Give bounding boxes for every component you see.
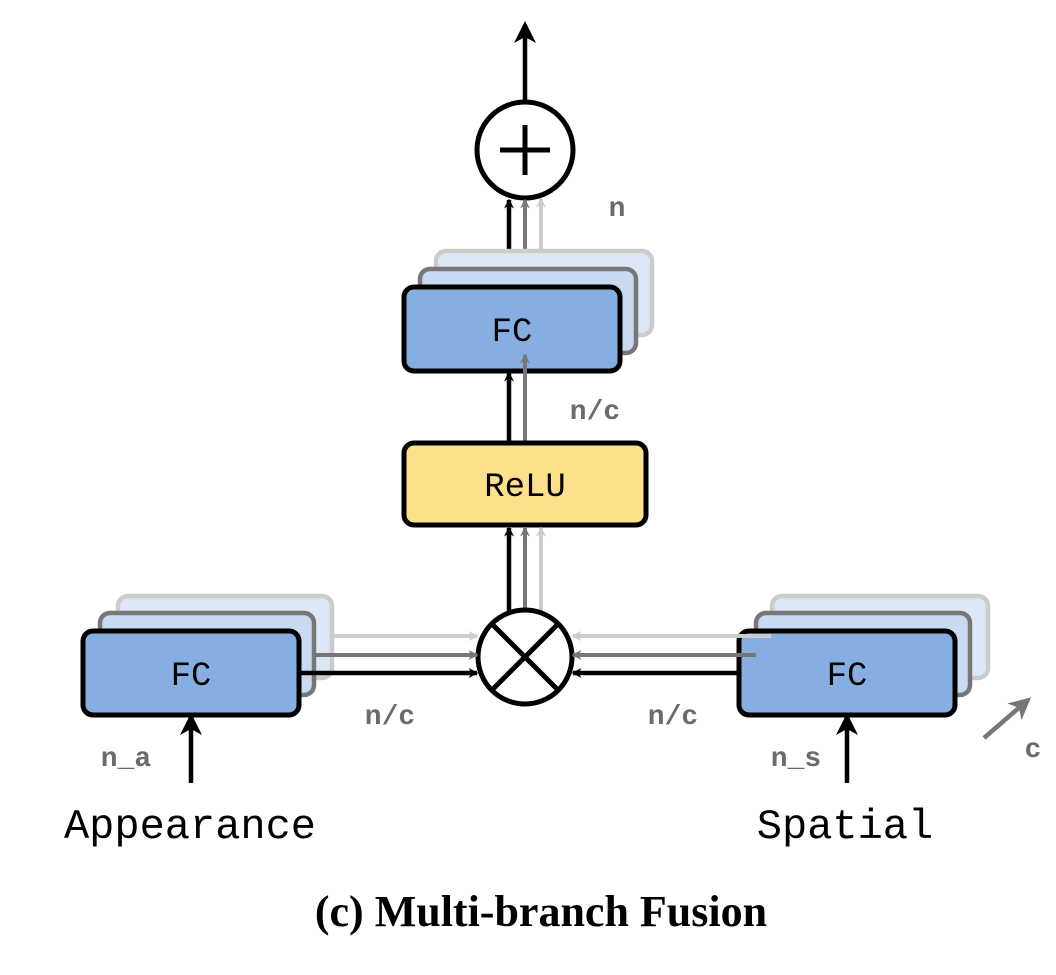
left-branch-dim-label: n/c bbox=[365, 702, 415, 733]
output-dim-label: n bbox=[609, 194, 626, 225]
relu-block: ReLU bbox=[401, 440, 649, 528]
appearance-input-label: Appearance bbox=[64, 803, 316, 851]
fc-right-block: FC bbox=[736, 593, 991, 718]
figure-caption: (c) Multi-branch Fusion bbox=[315, 887, 767, 936]
fc-left-block: FC bbox=[80, 593, 335, 718]
appearance-dim-label: n_a bbox=[101, 744, 152, 775]
product-operator bbox=[475, 607, 575, 707]
fc-left-label: FC bbox=[171, 658, 212, 696]
fc-right-label: FC bbox=[827, 658, 868, 696]
spatial-input-label: Spatial bbox=[757, 803, 933, 851]
sum-operator bbox=[474, 99, 576, 201]
right-branch-dim-label: n/c bbox=[648, 702, 698, 733]
spatial-dim-label: n_s bbox=[771, 744, 821, 775]
cardinality-arrow bbox=[982, 697, 1032, 740]
fc-top-label: FC bbox=[492, 314, 533, 352]
cardinality-label: c bbox=[1025, 735, 1042, 766]
fc-top-block: FC bbox=[401, 248, 655, 374]
relu-label: ReLU bbox=[484, 469, 566, 507]
relu-out-dim-label: n/c bbox=[570, 397, 620, 428]
